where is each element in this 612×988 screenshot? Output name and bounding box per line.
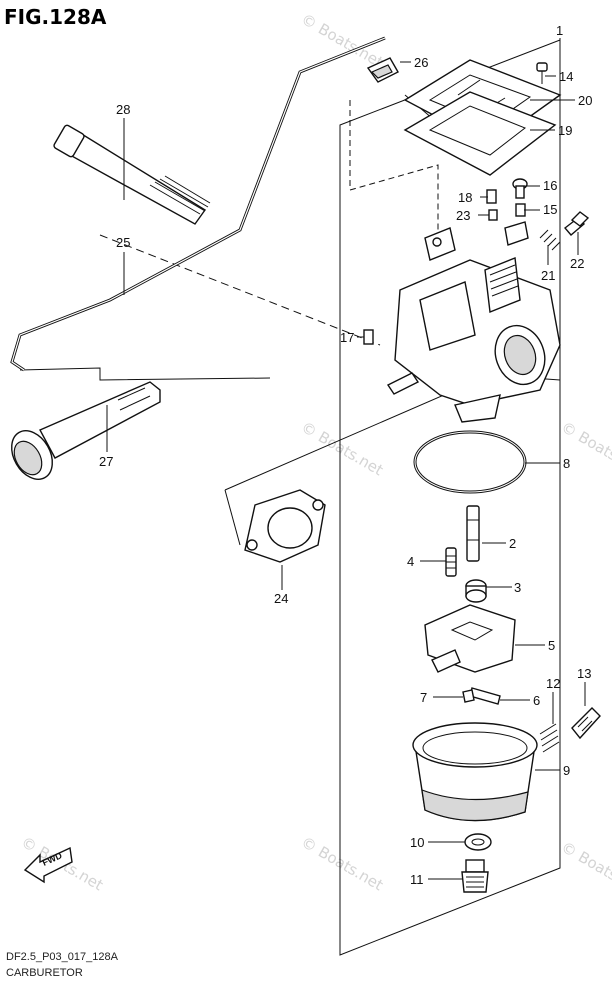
part-19-gasket [403, 91, 557, 176]
part-27-knob-shaft [11, 381, 161, 480]
label-11: 11 [410, 872, 424, 887]
part-3-cap [465, 579, 487, 603]
part-23-screw [488, 209, 498, 221]
part-21-spring [539, 229, 561, 251]
part-28-bolt [53, 124, 211, 225]
label-16: 16 [543, 178, 557, 193]
part-26-clip [366, 57, 399, 83]
label-12: 12 [546, 676, 560, 691]
part-2-needle-jet [466, 505, 480, 562]
label-26: 26 [414, 55, 428, 70]
part-17-screw [363, 329, 374, 345]
label-24: 24 [274, 591, 288, 606]
callout-leaders [106, 38, 586, 880]
label-5: 5 [548, 638, 555, 653]
part-labels: 1 2 3 4 5 6 7 8 9 10 11 12 13 14 15 16 1… [99, 23, 592, 887]
part-16-screw [512, 178, 528, 199]
label-13: 13 [577, 666, 591, 681]
part-7-clip [462, 689, 475, 703]
label-28: 28 [116, 102, 130, 117]
part-22-screw [563, 211, 590, 236]
label-14: 14 [559, 69, 573, 84]
label-2: 2 [509, 536, 516, 551]
watermark: © Boats.net [558, 838, 612, 899]
part-8-o-ring [413, 430, 527, 494]
part-11-drain-bolt [461, 859, 489, 893]
label-15: 15 [543, 202, 557, 217]
label-4: 4 [407, 554, 414, 569]
part-25-rod [10, 36, 386, 372]
label-25: 25 [116, 235, 130, 250]
label-17: 17 [340, 330, 354, 345]
label-21: 21 [541, 268, 555, 283]
part-4-jet [445, 547, 457, 577]
part-24-gasket [244, 489, 326, 563]
footer-code: DF2.5_P03_017_128A [6, 951, 119, 963]
label-9: 9 [563, 763, 570, 778]
label-18: 18 [458, 190, 472, 205]
label-7: 7 [420, 690, 427, 705]
label-1: 1 [556, 23, 563, 38]
watermark: © Boats.net [298, 418, 386, 479]
label-19: 19 [558, 123, 572, 138]
label-3: 3 [514, 580, 521, 595]
label-6: 6 [533, 693, 540, 708]
label-20: 20 [578, 93, 592, 108]
watermark: © Boats.net [298, 10, 386, 71]
footer-name: CARBURETOR [6, 967, 83, 979]
part-12-spring [539, 723, 560, 753]
part-6-pin [469, 687, 501, 705]
figure-title: FIG.128A [4, 5, 107, 29]
part-18-screw [486, 189, 497, 204]
part-14-screw [536, 62, 548, 84]
label-23: 23 [456, 208, 470, 223]
part-15-screw [515, 203, 526, 217]
label-27: 27 [99, 454, 113, 469]
part-9-float-bowl [412, 722, 538, 822]
label-8: 8 [563, 456, 570, 471]
part-10-washer [464, 833, 492, 851]
label-10: 10 [410, 835, 424, 850]
part-13-screw [571, 707, 601, 740]
watermark: © Boats.net [298, 833, 386, 894]
part-5-float [424, 604, 516, 673]
label-22: 22 [570, 256, 584, 271]
part-1-carburetor-body [386, 221, 561, 423]
